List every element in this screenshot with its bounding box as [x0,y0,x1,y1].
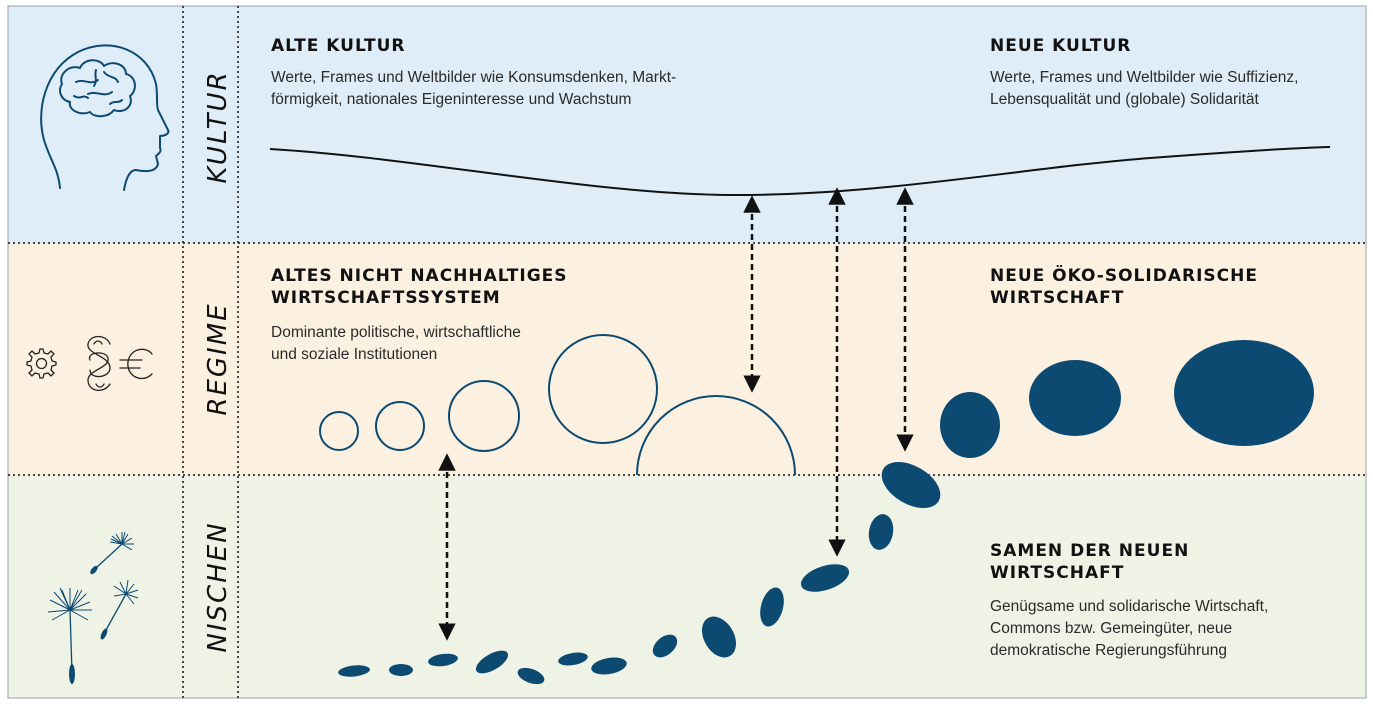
old-regime-circle [375,401,425,451]
niche-seed [338,665,370,677]
old-regime-title: ALTES NICHT NACHHALTIGES WIRTSCHAFTSSYST… [271,266,568,308]
nischen-band [8,475,1366,698]
niche-title: SAMEN DER NEUEN WIRTSCHAFT [990,541,1190,583]
dandelion-seeds-icon [47,531,139,673]
niche-seed [881,462,941,508]
new-culture-title: NEUE KULTUR [990,36,1132,56]
niche-seed [389,664,413,676]
old-regime-description: Dominante politische, wirtschaftliche un… [271,324,521,363]
niche-seed [652,634,678,658]
interaction-arrows [438,187,914,641]
old-culture-description: Werte, Frames und Weltbilder wie Konsums… [271,69,677,108]
niche-seed [701,616,737,658]
niche-seeds [338,462,941,685]
niche-seed [428,653,458,667]
new-regime-ellipses [940,340,1314,458]
niche-seed [868,514,894,550]
niche-description: Genügsame und solidarische Wirtschaft, C… [990,598,1269,659]
niche-seed [760,587,784,627]
regime-band [8,243,1366,475]
new-regime-ellipse [1029,360,1121,436]
new-regime-ellipse [1174,340,1314,446]
old-regime-circle [548,334,658,444]
band-label-kultur: KULTUR [203,70,233,184]
band-label-regime: REGIME [203,302,233,416]
outer-frame [7,5,1367,699]
culture-wave-line [269,146,1331,197]
kultur-band [8,6,1366,243]
old-regime-circle [319,411,359,451]
niche-seed [591,657,627,675]
niche-seed [517,667,545,685]
dandelion-seed-bodies [69,565,108,684]
old-culture-title: ALTE KULTUR [271,36,406,56]
gear-paragraph-euro-icon [26,335,153,391]
niche-seed [800,564,850,592]
old-regime-circle [448,380,520,452]
old-regime-circles [319,334,796,476]
niche-seed [558,652,588,666]
band-label-nischen: NISCHEN [203,521,233,653]
new-culture-description: Werte, Frames und Weltbilder wie Suffizi… [990,69,1299,108]
niche-seed [475,650,509,674]
new-regime-ellipse [940,392,1000,458]
new-regime-title: NEUE ÖKO-SOLIDARISCHE WIRTSCHAFT [990,266,1258,308]
head-brain-icon [40,44,170,191]
old-regime-half-circle [636,395,796,476]
